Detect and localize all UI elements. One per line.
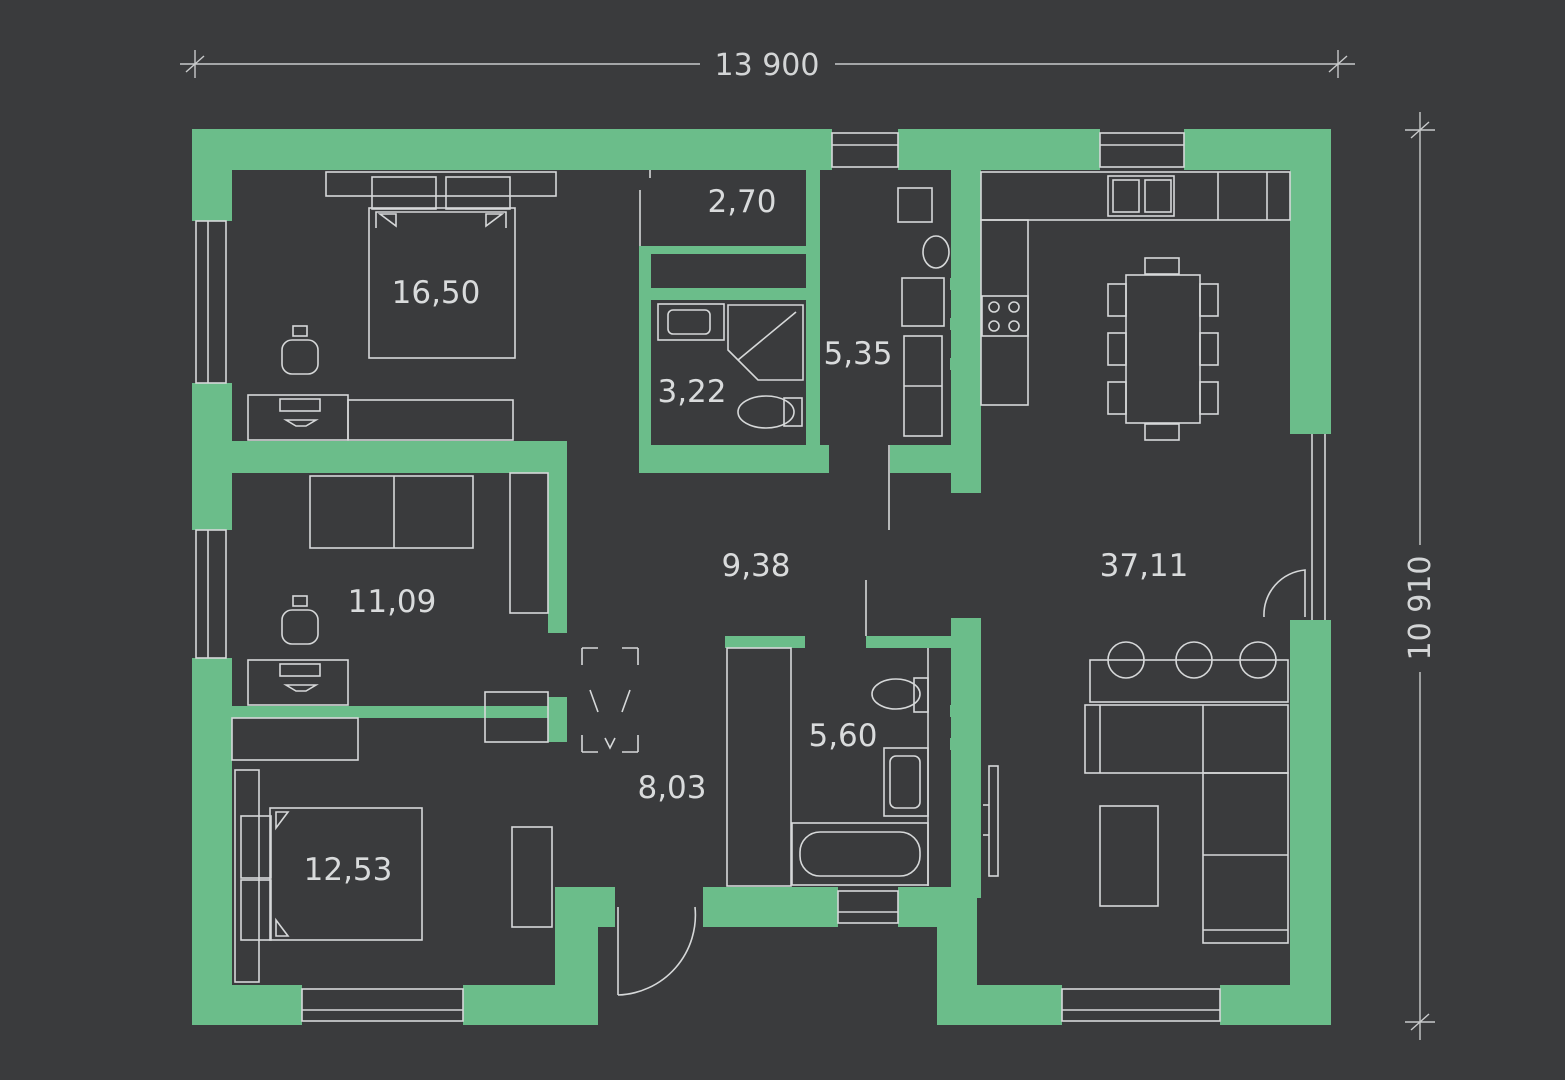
area-bathroom: 5,60 — [808, 718, 877, 754]
area-entrance: 8,03 — [637, 770, 706, 806]
area-living-kitchen: 37,11 — [1100, 548, 1189, 584]
height-dimension-label: 10 910 — [1403, 556, 1438, 661]
dimension-height: 10 910 — [1403, 112, 1438, 1040]
area-bedroom-3: 12,53 — [304, 852, 393, 888]
area-bedroom-main: 16,50 — [392, 275, 481, 311]
area-bedroom-2: 11,09 — [348, 584, 437, 620]
living-kitchen-furniture — [980, 171, 1291, 944]
room-labels: 16,50 2,70 3,22 5,35 11,09 9,38 37,11 5,… — [304, 184, 1189, 888]
width-dimension-label: 13 900 — [715, 48, 820, 83]
hall-furniture — [484, 647, 792, 887]
doors — [617, 170, 1306, 996]
area-utility: 5,35 — [823, 336, 892, 372]
windows — [195, 132, 1326, 1022]
bedroom-3-furniture — [231, 717, 553, 983]
bedroom-2-furniture — [247, 472, 549, 706]
utility-furniture — [897, 187, 950, 437]
area-bathroom-small: 3,22 — [657, 374, 726, 410]
area-hall: 9,38 — [721, 548, 790, 584]
walls — [192, 129, 1331, 1025]
area-closet: 2,70 — [707, 184, 776, 220]
dimension-width: 13 900 — [180, 48, 1355, 83]
bathroom-furniture — [791, 648, 929, 886]
bedroom-main-furniture — [247, 171, 557, 441]
closet-bath-furniture — [639, 190, 804, 429]
